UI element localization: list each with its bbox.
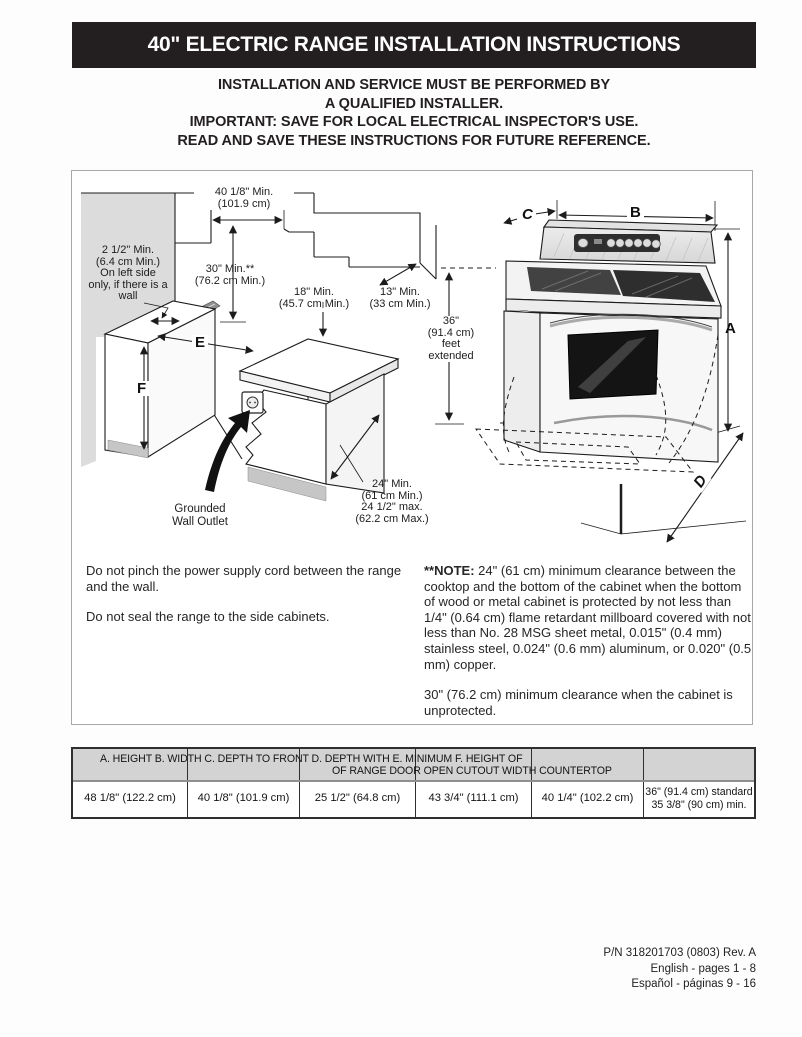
warnings-text: Do not pinch the power supply cord betwe… [86, 563, 418, 640]
table-column-b: 40 1/8" (101.9 cm) [187, 749, 299, 817]
intro-line-1: INSTALLATION AND SERVICE MUST BE PERFORM… [217, 77, 611, 93]
warning-seal: Do not seal the range to the side cabine… [86, 609, 330, 625]
table-header-line-2: OF RANGE DOOR OPEN CUTOUT WIDTH COUNTERT… [332, 765, 612, 777]
installation-diagram [81, 192, 747, 543]
table-header-bg [73, 749, 754, 780]
note-body: 24" (61 cm) minimum clearance between th… [424, 563, 752, 672]
title-bar: 40" ELECTRIC RANGE INSTALLATION INSTRUCT… [72, 22, 756, 68]
cell-countertop-height: 36" (91.4 cm) standard 35 3/8" (90 cm) m… [645, 786, 753, 811]
cell-height: 48 1/8" (122.2 cm) [84, 792, 176, 805]
cell-width: 40 1/8" (101.9 cm) [197, 792, 290, 805]
warning-cord: Do not pinch the power supply cord betwe… [86, 563, 402, 594]
table-column-d: 43 3/4" (111.1 cm) [415, 749, 531, 817]
dim-18-label: 18" Min. (45.7 cm Min.) [278, 286, 350, 310]
dim-letter-c: C [519, 207, 536, 222]
table-column-f: 36" (91.4 cm) standard 35 3/8" (90 cm) m… [643, 749, 754, 817]
cell-depth-front: 25 1/2" (64.8 cm) [314, 792, 401, 805]
intro-line-4: READ AND SAVE THESE INSTRUCTIONS FOR FUT… [177, 132, 651, 149]
dim-letter-f: F [134, 381, 150, 396]
outlet-label: Grounded Wall Outlet [172, 503, 228, 528]
dim-24-label: 24" Min. (61 cm Min.) 24 1/2" max. (62.2… [355, 478, 429, 525]
intro-line-3: IMPORTANT: SAVE FOR LOCAL ELECTRICAL INS… [189, 114, 639, 130]
cabinet-drawing [81, 192, 437, 502]
table-column-a: 48 1/8" (122.2 cm) [73, 749, 187, 817]
part-number: P/N 318201703 (0803) Rev. A [603, 947, 756, 959]
cell-cutout-width: 40 1/4" (102.2 cm) [541, 792, 634, 805]
clearance-note-text: **NOTE: 24" (61 cm) minimum clearance be… [424, 563, 754, 733]
range-drawing [435, 200, 747, 543]
intro-text: INSTALLATION AND SERVICE MUST BE PERFORM… [72, 76, 756, 150]
english-pages: English - pages 1 - 8 [650, 962, 756, 975]
dim-13-label: 13" Min. (33 cm Min.) [369, 286, 431, 310]
clearance-note: **NOTE: 24" (61 cm) minimum clearance be… [424, 563, 754, 672]
dim-letter-e: E [192, 335, 209, 350]
dim-letter-b: B [627, 205, 644, 220]
clearance-note-2: 30" (76.2 cm) minimum clearance when the… [424, 687, 733, 718]
dimensions-table: 48 1/8" (122.2 cm) 40 1/8" (101.9 cm) 25… [71, 747, 756, 819]
intro-line-2: A QUALIFIED INSTALLER. [324, 95, 504, 112]
wall-outlet-icon [241, 391, 264, 414]
table-column-c: 25 1/2" (64.8 cm) [299, 749, 415, 817]
spanish-pages: Español - páginas 9 - 16 [631, 978, 756, 990]
table-header-divider [73, 780, 754, 782]
dim-letter-a: A [725, 320, 736, 337]
note-label: **NOTE: [424, 563, 475, 578]
page-title: 40" ELECTRIC RANGE INSTALLATION INSTRUCT… [147, 33, 681, 56]
control-panel [574, 234, 661, 252]
cell-depth-open: 43 3/4" (111.1 cm) [428, 792, 519, 805]
table-header-line-1: A. HEIGHT B. WIDTH C. DEPTH TO FRONT D. … [100, 753, 523, 765]
dim-30-label: 30" Min.** (76.2 cm Min.) [194, 263, 266, 287]
diagram-box: 40 1/8" Min. (101.9 cm) 2 1/2" Min. (6.4… [71, 170, 753, 725]
table-column-e: 40 1/4" (102.2 cm) [531, 749, 643, 817]
wall-clearance-label: 2 1/2" Min. (6.4 cm Min.) On left side o… [88, 244, 168, 302]
footer-text: P/N 318201703 (0803) Rev. A English - pa… [300, 946, 756, 993]
dim-40-label: 40 1/8" Min. (101.9 cm) [194, 186, 294, 210]
feet-extended-label: 36" (91.4 cm) feet extended [424, 315, 478, 362]
curved-arrow-icon [205, 410, 250, 492]
